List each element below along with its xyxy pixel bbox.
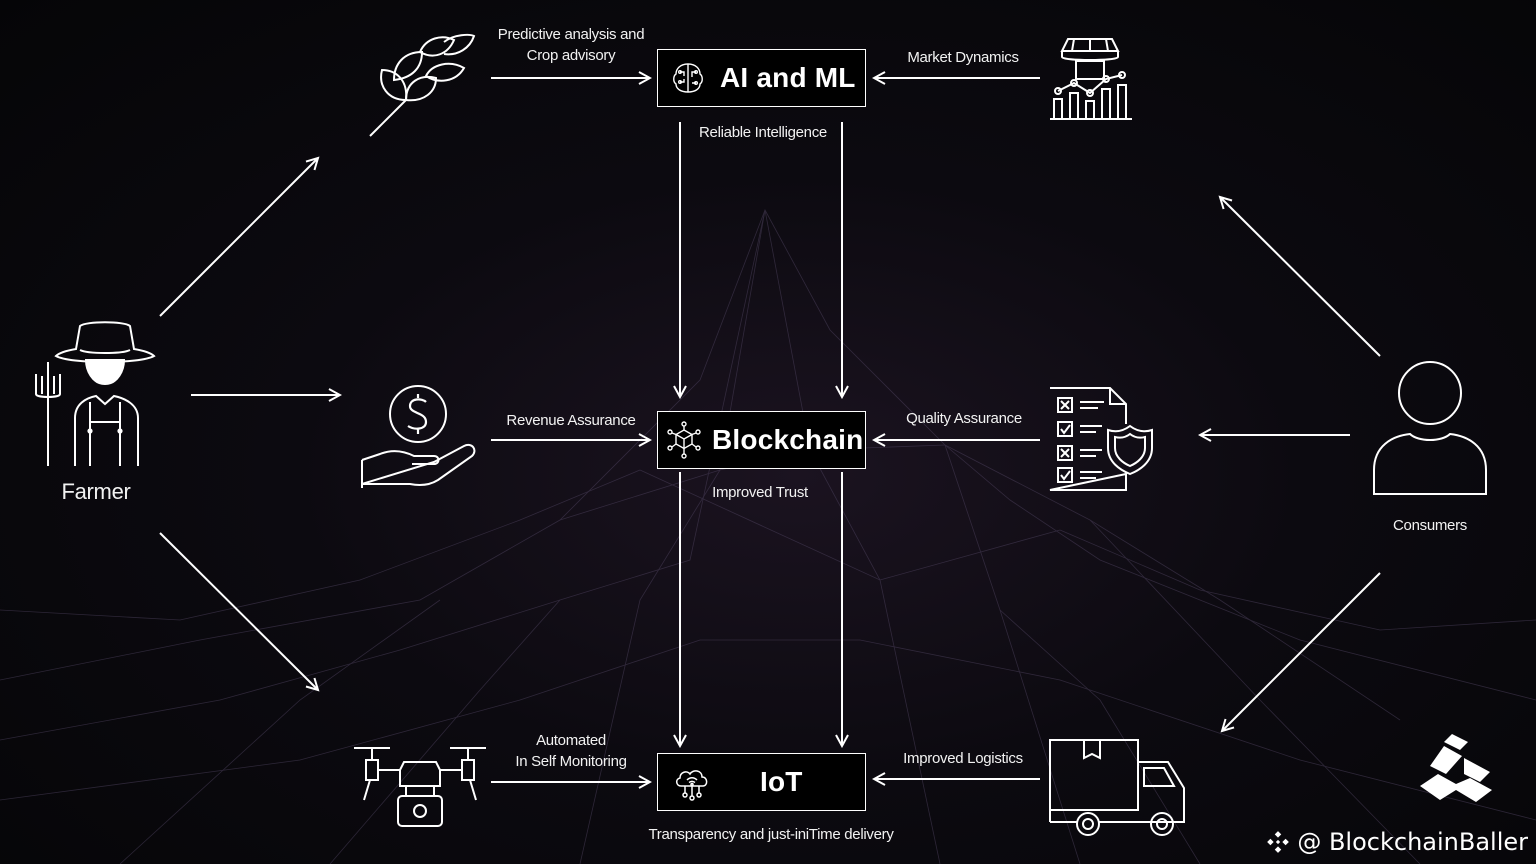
arrow-consumer-truck <box>1222 572 1381 731</box>
blockchain-cube-icon <box>667 421 701 459</box>
label-improved-trust: Improved Trust <box>712 484 808 501</box>
brain-circuit-icon <box>673 63 703 93</box>
label-automated-monitoring: Automated In Self Monitoring <box>502 730 640 772</box>
brand-handle: @ BlockchainBaller <box>1265 828 1528 856</box>
iot-title: IoT <box>760 766 803 797</box>
label-market-dynamics: Market Dynamics <box>907 49 1019 66</box>
ai-ml-title: AI and ML <box>720 62 856 93</box>
label-transparency: Transparency and just-iniTime delivery <box>648 826 894 843</box>
drone-icon <box>354 747 486 827</box>
blockchain-title: Blockchain <box>712 424 864 455</box>
binance-diamond-icon <box>1267 831 1290 853</box>
market-stall-chart-icon <box>1050 38 1132 120</box>
crop-icon <box>369 33 476 137</box>
delivery-truck-icon <box>1049 739 1185 836</box>
cloud-network-icon <box>676 770 708 801</box>
label-automated-line2: In Self Monitoring <box>515 753 627 770</box>
consumers-label: Consumers <box>1393 517 1467 534</box>
brand-logo-icon <box>1420 734 1492 802</box>
farmer-icon <box>35 321 156 466</box>
label-improved-logistics: Improved Logistics <box>903 750 1023 767</box>
label-revenue-assurance: Revenue Assurance <box>506 412 636 429</box>
ai-ml-hub: AI and ML <box>657 49 866 107</box>
label-predictive-line1: Predictive analysis and <box>497 26 645 43</box>
arrow-consumer-market <box>1220 197 1381 357</box>
brand-handle-text: @ BlockchainBaller <box>1297 828 1528 856</box>
consumer-icon <box>1373 361 1487 495</box>
label-automated-line1: Automated <box>536 732 606 749</box>
revenue-hand-icon <box>361 385 476 488</box>
label-quality-assurance: Quality Assurance <box>906 410 1022 427</box>
farmer-label: Farmer <box>61 479 131 504</box>
label-reliable-intelligence: Reliable Intelligence <box>699 124 827 141</box>
blockchain-hub: Blockchain <box>657 411 866 469</box>
arrow-farmer-drone <box>159 532 318 690</box>
label-predictive-analysis: Predictive analysis and Crop advisory <box>493 24 649 66</box>
iot-hub: IoT <box>657 753 866 811</box>
label-predictive-line2: Crop advisory <box>526 47 616 64</box>
quality-checklist-shield-icon <box>1049 387 1153 491</box>
arrow-farmer-crop <box>159 158 318 317</box>
